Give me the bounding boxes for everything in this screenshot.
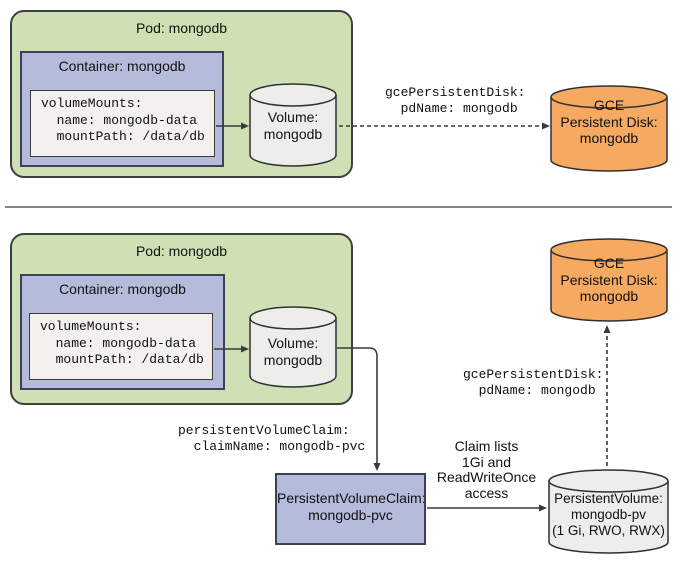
pvc-label: PersistentVolumeClaim: mongodb-pvc xyxy=(277,490,426,523)
volume-mounts-code-bottom: volumeMounts: name: mongodb-data mountPa… xyxy=(29,313,213,380)
section-divider xyxy=(5,206,672,208)
pvc-annotation: persistentVolumeClaim: claimName: mongod… xyxy=(178,423,366,454)
gce-annotation-top: gcePersistentDisk: pdName: mongodb xyxy=(385,85,526,116)
pod-title: Pod: mongodb xyxy=(135,243,228,259)
volume-label-top: Volume: mongodb xyxy=(263,109,323,142)
volume-cylinder-bottom xyxy=(249,306,337,388)
pvc-box: PersistentVolumeClaim: mongodb-pvc xyxy=(275,473,426,545)
pv-label: PersistentVolume: mongodb-pv (1 Gi, RWO,… xyxy=(552,491,665,538)
claim-note: Claim lists 1Gi and ReadWriteOnce access xyxy=(436,438,537,501)
container-title: Container: mongodb xyxy=(58,58,186,74)
volume-cylinder-top xyxy=(249,83,337,167)
gce-disk-label-bottom: GCE Persistent Disk: mongodb xyxy=(560,255,658,304)
container-title: Container: mongodb xyxy=(59,281,186,297)
gce-annotation-bottom: gcePersistentDisk: pdName: mongodb xyxy=(463,367,604,398)
pod-title: Pod: mongodb xyxy=(135,20,228,36)
pv-cylinder xyxy=(548,469,669,554)
gce-disk-label-top: GCE Persistent Disk: mongodb xyxy=(560,97,658,146)
volume-mounts-code-top: volumeMounts: name: mongodb-data mountPa… xyxy=(30,90,215,157)
gce-disk-cylinder-top xyxy=(550,85,668,172)
gce-disk-cylinder-bottom xyxy=(550,238,668,322)
volume-label-bottom: Volume: mongodb xyxy=(263,335,323,368)
